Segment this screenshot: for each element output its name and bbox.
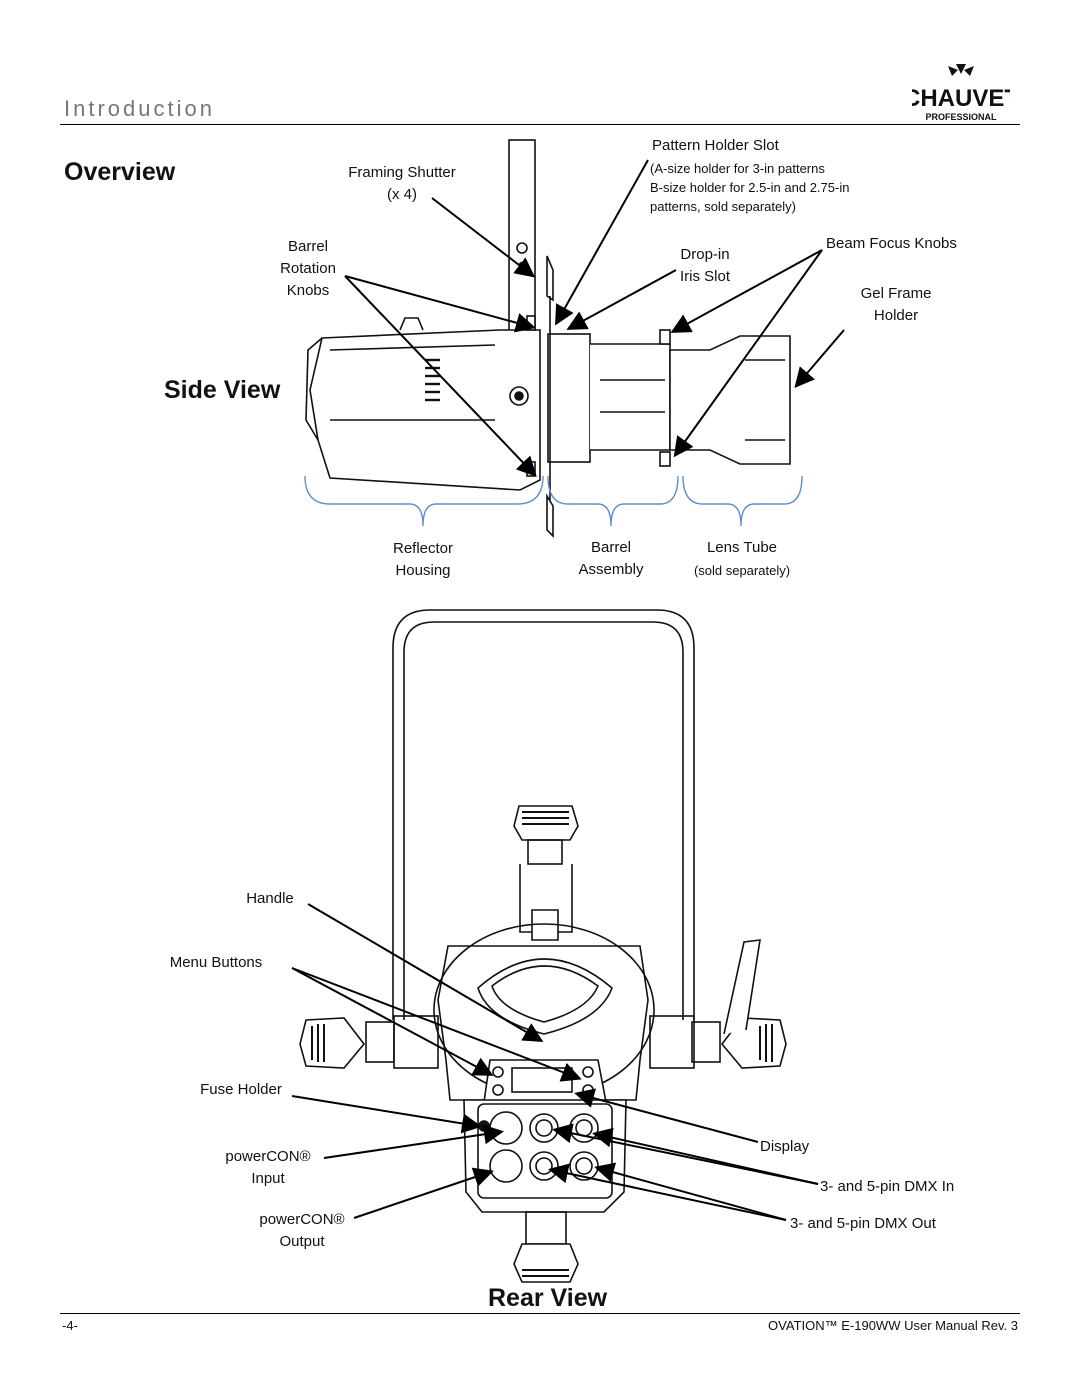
label-pattern-holder-slot: Pattern Holder Slot [652,137,779,154]
label-barrel-assembly-2: Assembly [578,561,644,578]
label-dropin-2: Iris Slot [679,268,730,285]
label-gel-frame-2: Holder [873,307,919,324]
page-number: -4- [62,1318,78,1333]
label-lens-tube-2: (sold separately) [693,563,791,578]
label-barrel-rotation-1: Barrel [287,238,328,255]
overview-heading: Overview [64,158,176,186]
side-callout-arrows [344,159,845,477]
logo-text: CHAUVET [912,85,1010,112]
label-pattern-holder-note-1: (A-size holder for 3-in patterns [650,161,825,176]
label-barrel-rotation-2: Rotation [280,260,336,277]
label-reflector-1: Reflector [392,540,454,557]
label-barrel-assembly-1: Barrel [590,539,631,556]
label-reflector-2: Housing [395,562,451,579]
label-barrel-rotation-3: Knobs [286,282,330,299]
label-dropin-1: Drop-in [680,246,730,263]
side-view-drawing [305,139,791,538]
label-display: Display [760,1138,810,1155]
rear-callout-arrows [291,903,819,1221]
rear-view-heading: Rear View [488,1284,608,1312]
label-powercon-output-1: powerCON® [259,1211,345,1228]
label-pattern-holder-note-2: B-size holder for 2.5-in and 2.75-in [650,180,850,195]
label-dmx-in: 3- and 5-pin DMX In [820,1178,955,1195]
footer-rule [60,1313,1020,1314]
label-framing-shutter: Framing Shutter [348,164,456,181]
label-fuse-holder: Fuse Holder [200,1081,282,1098]
section-brackets [304,475,803,527]
section-title: Introduction [64,96,215,121]
side-view-heading: Side View [164,376,281,404]
chauvet-logo: CHAUVET PROFESSIONAL [903,62,1019,124]
label-powercon-output-2: Output [279,1233,325,1250]
label-powercon-input-1: powerCON® [225,1148,311,1165]
manual-title: OVATION™ E-190WW User Manual Rev. 3 [768,1318,1018,1333]
logo-subtext: PROFESSIONAL [925,112,997,122]
label-powercon-input-2: Input [251,1170,285,1187]
label-framing-shutter-qty: (x 4) [387,186,417,203]
header-rule [60,124,1020,125]
label-gel-frame-1: Gel Frame [860,285,932,302]
label-lens-tube-1: Lens Tube [706,539,778,556]
label-beam-focus-knobs: Beam Focus Knobs [826,235,957,252]
label-menu-buttons: Menu Buttons [169,954,263,971]
label-pattern-holder-note-3: patterns, sold separately) [650,199,796,214]
rear-view-drawing [299,609,787,1283]
label-dmx-out: 3- and 5-pin DMX Out [790,1215,936,1232]
label-handle: Handle [246,890,294,907]
